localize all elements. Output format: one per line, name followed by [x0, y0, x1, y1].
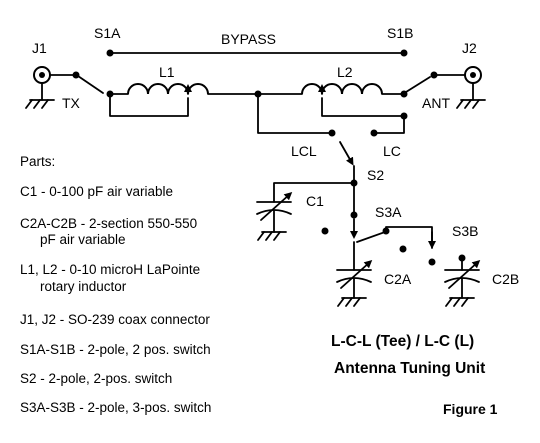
s1b-switch-blade [405, 76, 431, 93]
parts-line-l1l2: L1, L2 - 0-10 microH LaPointe [20, 262, 200, 277]
label-s1a: S1A [94, 25, 121, 41]
l1-inductor [127, 83, 209, 95]
parts-line-s3: S3A-S3B - 2-pole, 3-pos. switch [20, 400, 211, 415]
parts-heading: Parts: [20, 154, 55, 169]
parts-line-l1l2-cont: rotary inductor [40, 279, 127, 294]
lcl-wire [257, 93, 331, 134]
lc-wire [375, 115, 405, 134]
label-s2: S2 [367, 167, 384, 183]
c1-top-wire [273, 182, 355, 203]
s3b-contact-mid [399, 245, 407, 253]
figure-label: Figure 1 [443, 401, 498, 417]
j1-ground-symbol [25, 99, 55, 109]
label-c2a: C2A [384, 271, 412, 287]
l2-inductor [301, 83, 383, 95]
s3a-contact-top [350, 211, 358, 219]
c1-variable-capacitor [256, 191, 293, 221]
c2b-top-node [458, 254, 466, 262]
c2b-ground-symbol [445, 297, 475, 307]
c2a-ground-symbol [337, 297, 367, 307]
parts-line-j1j2: J1, J2 - SO-239 coax connector [20, 312, 210, 327]
j2-terminal [430, 71, 438, 79]
s2-lcl-contact [328, 129, 336, 137]
s1b-bypass-contact [400, 49, 408, 57]
l1-tap-wire [109, 93, 189, 117]
c1-ground-symbol [257, 231, 287, 241]
diagram-title-line2: Antenna Tuning Unit [334, 360, 485, 377]
label-l1: L1 [159, 64, 175, 80]
label-s3a: S3A [375, 204, 402, 220]
s1a-switch-blade [77, 75, 104, 94]
diagram-title-line1: L-C-L (Tee) / L-C (L) [331, 333, 474, 350]
c2a-variable-capacitor [336, 259, 373, 289]
c2b-variable-capacitor [444, 259, 481, 289]
j1-connector [33, 66, 51, 101]
j2-ground-symbol [456, 99, 486, 109]
parts-line-s1: S1A-S1B - 2-pole, 2 pos. switch [20, 342, 211, 357]
s2-lc-contact [370, 129, 378, 137]
label-s1b: S1B [387, 25, 413, 41]
s3a-contact-left [321, 227, 329, 235]
label-c1: C1 [306, 193, 324, 209]
label-j1: J1 [32, 40, 47, 56]
label-lc: LC [383, 143, 401, 159]
parts-line-s2: S2 - 2-pole, 2-pos. switch [20, 371, 172, 386]
l2-tap-wire [321, 97, 405, 117]
label-c2b: C2B [492, 271, 519, 287]
label-ant: ANT [422, 95, 450, 111]
label-tx: TX [62, 95, 81, 111]
j1-terminal [72, 71, 80, 79]
s3a-to-s3b-wire [385, 226, 433, 249]
j2-connector [464, 66, 482, 101]
parts-line-c2: C2A-C2B - 2-section 550-550 [20, 216, 197, 231]
s2-switch-blade [339, 141, 354, 166]
parts-line-c1: C1 - 0-100 pF air variable [20, 184, 173, 199]
label-s3b: S3B [452, 223, 478, 239]
label-j2: J2 [462, 40, 477, 56]
s3a-switch-blade [356, 231, 386, 243]
parts-line-c2-cont: pF air variable [40, 232, 126, 247]
label-l2: L2 [337, 64, 353, 80]
s3b-contact-bottom [428, 258, 436, 266]
label-bypass: BYPASS [221, 31, 276, 47]
label-lcl: LCL [291, 143, 317, 159]
